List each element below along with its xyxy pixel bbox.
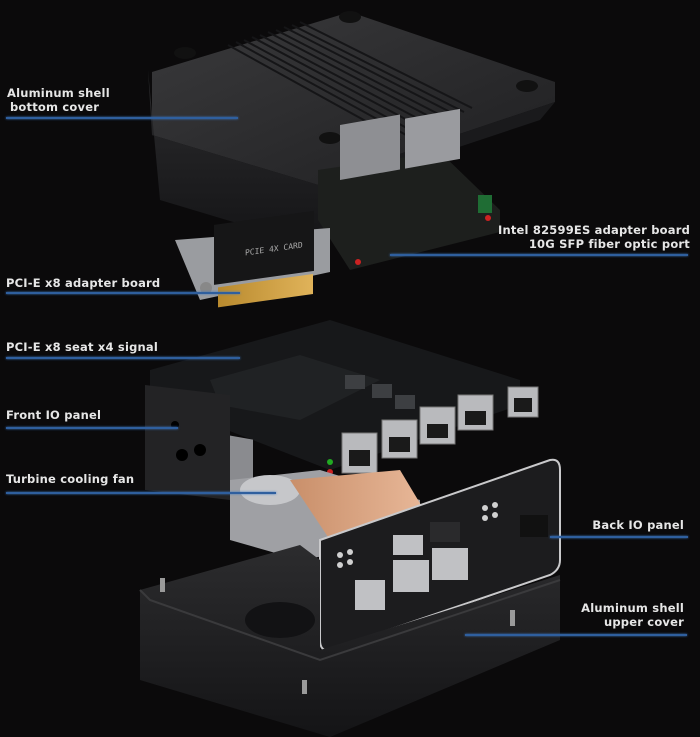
callout-pcie-seat: PCI-E x8 seat x4 signal: [6, 340, 158, 354]
callout-front-io-panel: Front IO panel: [6, 408, 101, 422]
callout-aluminum-shell-bottom-cover: Aluminum shell bottom cover: [7, 86, 110, 114]
callout-text-line: Aluminum shell: [581, 601, 684, 615]
callout-text-line: Back IO panel: [592, 518, 684, 532]
leader-line-pcie-adapter: [6, 292, 240, 294]
leader-line-turbine-fan: [6, 492, 276, 494]
leader-line-bottom-cover: [6, 117, 238, 119]
pcie-adapter-board: PCIE 4X CARD: [175, 210, 330, 308]
leader-line-intel-adapter: [390, 254, 688, 256]
callout-back-io-panel: Back IO panel: [592, 518, 684, 532]
callout-text-line: Aluminum shell: [7, 86, 110, 100]
callout-aluminum-shell-upper-cover: Aluminum shell upper cover: [581, 601, 684, 629]
motherboard: [150, 320, 539, 488]
intel-adapter-board: [318, 108, 500, 270]
callout-text-line: Intel 82599ES adapter board: [497, 223, 690, 237]
callout-text-line: Turbine cooling fan: [6, 472, 135, 486]
callout-text-line: Front IO panel: [6, 408, 102, 422]
upper-cover-shell: [139, 545, 561, 737]
callout-turbine-cooling-fan: Turbine cooling fan: [6, 472, 134, 486]
callout-text-line: PCI-E x8 seat x4 signal: [6, 340, 159, 354]
callout-text-line: bottom cover: [10, 100, 100, 114]
callout-text-line: 10G SFP fiber optic port: [528, 237, 690, 251]
leader-line-pcie-seat: [6, 357, 240, 359]
leader-line-upper-cover: [465, 634, 687, 636]
callout-text-line: upper cover: [603, 615, 684, 629]
callout-text-line: PCI-E x8 adapter board: [6, 276, 161, 290]
back-io-panel-part: [319, 458, 561, 652]
leader-line-front-io: [6, 427, 178, 429]
callout-intel-adapter-board: Intel 82599ES adapter board 10G SFP fibe…: [498, 223, 690, 251]
front-io-panel-part: [145, 385, 230, 500]
callout-pcie-adapter-board: PCI-E x8 adapter board: [6, 276, 160, 290]
leader-line-back-io: [550, 536, 688, 538]
